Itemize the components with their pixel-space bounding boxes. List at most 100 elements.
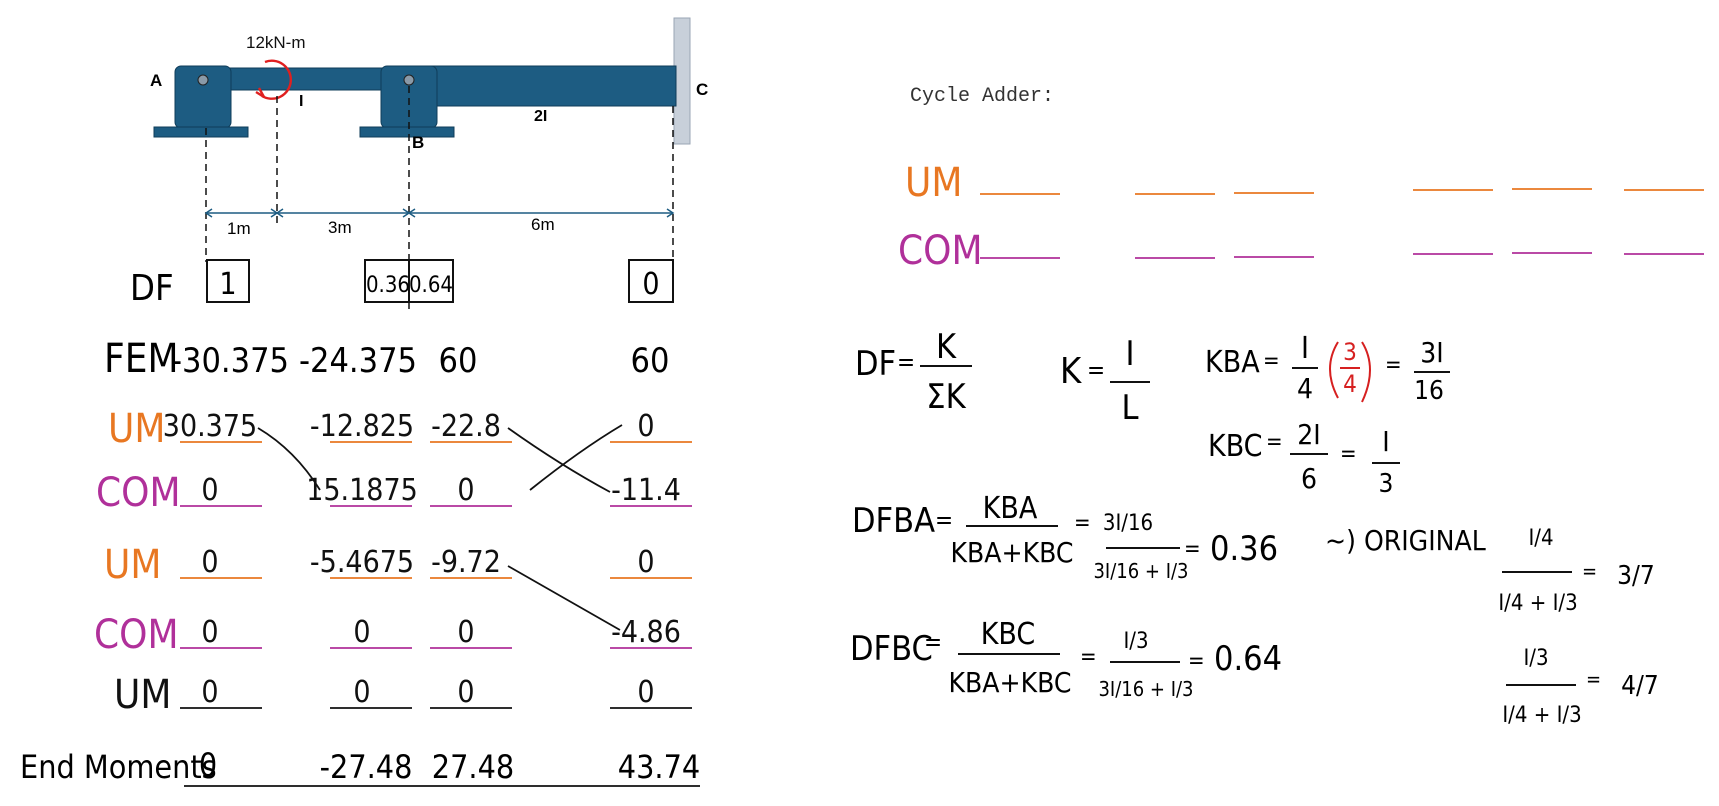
equals-sign: = xyxy=(924,628,942,656)
orig1-num: I/4 xyxy=(1528,526,1553,551)
orig2-res: 4/7 xyxy=(1621,671,1659,701)
end-value-a: 0 xyxy=(199,746,217,784)
cycle-com-label: COM xyxy=(898,228,983,274)
kba-num: I xyxy=(1301,331,1309,366)
kbc-res-den: 3 xyxy=(1379,469,1394,499)
orig1-res: 3/7 xyxy=(1617,561,1655,591)
fem-value-c: 60 xyxy=(631,341,670,381)
df-formula-den: ΣK xyxy=(926,377,966,417)
row-3-value-0: 0 xyxy=(201,615,218,650)
row-label-2: UM xyxy=(104,542,161,588)
df-formula-lhs: DF xyxy=(855,344,896,384)
equals-sign: = xyxy=(1340,442,1357,467)
row-label-0: UM xyxy=(108,406,165,452)
cycle-um-blanks xyxy=(980,188,1704,195)
dfbc-den: KBA+KBC xyxy=(948,666,1071,699)
dfbc-num: KBC xyxy=(981,617,1036,652)
cycle-adder-title: Cycle Adder: xyxy=(910,85,1054,108)
row-label-1: COM xyxy=(96,470,181,516)
orig2-den: I/4 + I/3 xyxy=(1502,703,1581,728)
fem-value-a: -30.375 xyxy=(171,341,289,381)
df-box-c xyxy=(628,259,674,303)
row-0-value-3: 0 xyxy=(637,409,654,444)
df-formula-num: K xyxy=(936,327,957,367)
row-4-value-0: 0 xyxy=(201,675,218,710)
end-value-bc: 27.48 xyxy=(432,748,514,786)
df-value-a: 1 xyxy=(219,267,236,302)
end-value-c: 43.74 xyxy=(618,748,700,786)
dfba-sub-num: 3I/16 xyxy=(1103,511,1153,536)
kbc-res-num: I xyxy=(1382,425,1389,458)
equals-sign: = xyxy=(1184,537,1201,562)
applied-moment-icon xyxy=(255,59,292,100)
kba-res-den: 16 xyxy=(1414,376,1444,406)
fem-value-ba: -24.375 xyxy=(299,341,417,381)
kbc-lhs: KBC xyxy=(1208,429,1263,464)
row-0-value-1: -12.825 xyxy=(310,409,414,444)
pin-support-b xyxy=(359,65,455,138)
equals-sign: = xyxy=(1385,353,1402,378)
fem-row-label: FEM xyxy=(104,336,179,382)
pin-support-a xyxy=(153,65,249,138)
row-1-value-1: 15.1875 xyxy=(306,473,418,508)
equals-sign: = xyxy=(1080,645,1097,670)
equals-sign: = xyxy=(1087,356,1105,384)
row-0-value-2: -22.8 xyxy=(431,409,501,444)
cycle-um-label: UM xyxy=(905,160,962,206)
fem-value-bc: 60 xyxy=(439,341,478,381)
equals-sign: = xyxy=(935,506,953,534)
moment-distribution-table: DF 1 0.36 0.64 0 FEM -30.375 -24.375 60 … xyxy=(20,259,700,787)
kba-factor-close-paren xyxy=(1361,341,1371,403)
df-box-a xyxy=(206,259,250,303)
row-3-value-1: 0 xyxy=(353,615,370,650)
row-2-value-1: -5.4675 xyxy=(310,545,414,580)
formula-notes: DF = K ΣK K = I L KBA = I 4 3 4 = 3I 16 … xyxy=(850,327,1659,728)
kbc-num: 2I xyxy=(1297,418,1320,451)
dfbc-sub-den: 3I/16 + I/3 xyxy=(1098,677,1193,701)
row-3-value-3: -4.86 xyxy=(611,615,681,650)
k-formula-num: I xyxy=(1125,334,1134,374)
orig2-num: I/3 xyxy=(1523,646,1548,671)
dim-3m: 3m xyxy=(328,218,352,237)
row-3-value-2: 0 xyxy=(457,615,474,650)
carry-over-lines xyxy=(257,424,623,631)
row-label-3: COM xyxy=(94,612,179,658)
k-formula-den: L xyxy=(1121,388,1138,428)
row-1-value-2: 0 xyxy=(457,473,474,508)
k-formula-lhs: K xyxy=(1060,351,1082,392)
kba-den: 4 xyxy=(1297,372,1313,405)
row-label-4: UM xyxy=(114,672,171,718)
support-a-label: A xyxy=(150,71,162,90)
dfbc-lhs: DFBC xyxy=(850,629,933,669)
kba-lhs: KBA xyxy=(1205,345,1260,380)
end-value-ba: -27.48 xyxy=(320,748,413,786)
dimension-lines xyxy=(204,208,675,218)
row-4-value-3: 0 xyxy=(637,675,654,710)
dfba-den: KBA+KBC xyxy=(950,536,1073,569)
df-row-label: DF xyxy=(130,268,174,309)
dim-1m: 1m xyxy=(227,219,251,238)
kba-factor-num: 3 xyxy=(1343,338,1357,366)
row-4-value-1: 0 xyxy=(353,675,370,710)
row-1-value-3: -11.4 xyxy=(611,473,681,508)
equals-sign: = xyxy=(1263,349,1280,374)
dim-6m: 6m xyxy=(531,215,555,234)
moment-label: 12kN-m xyxy=(246,33,306,52)
kba-res-num: 3I xyxy=(1420,336,1443,369)
beam-diagram: 12kN-m A B C I 2I 1m 3m 6m xyxy=(150,17,708,310)
inertia-bc-label: 2I xyxy=(534,108,547,125)
dfba-lhs: DFBA xyxy=(852,501,935,541)
kba-factor-den: 4 xyxy=(1343,370,1357,398)
support-c-label: C xyxy=(696,80,708,99)
beam-segment-bc xyxy=(409,65,677,107)
equals-sign: = xyxy=(1266,430,1283,455)
equals-sign: = xyxy=(897,348,915,376)
kba-factor-open-paren xyxy=(1329,341,1339,399)
dfba-sub-den: 3I/16 + I/3 xyxy=(1093,559,1188,583)
orig1-den: I/4 + I/3 xyxy=(1498,591,1577,616)
equals-sign: = xyxy=(1582,559,1597,583)
equals-sign: = xyxy=(1074,511,1091,536)
cycle-com-blanks xyxy=(980,252,1704,259)
